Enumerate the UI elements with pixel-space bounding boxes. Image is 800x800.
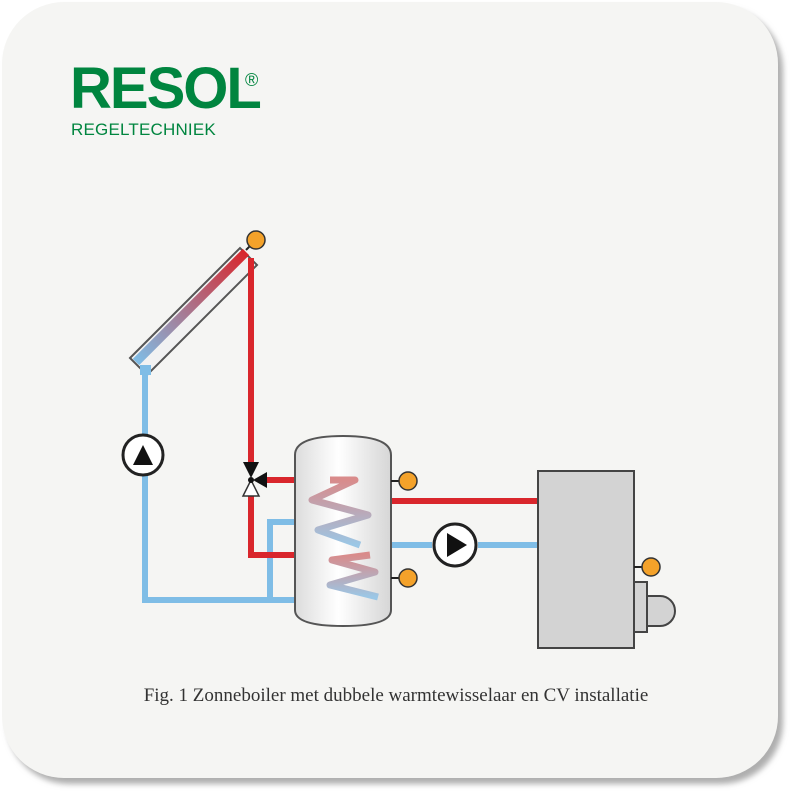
- lower-heat-exchanger-coil: [326, 551, 379, 601]
- registered-mark: ®: [245, 70, 259, 90]
- logo-subtitle: REGELTECHNIEK: [71, 120, 216, 139]
- heating-pump: [432, 522, 478, 568]
- boiler-sensor: [634, 557, 661, 577]
- figure-caption: Fig. 1 Zonneboiler met dubbele warmtewis…: [143, 685, 649, 706]
- solar-pump: [121, 433, 165, 477]
- cv-boiler: [537, 470, 676, 649]
- tank-top-sensor: [391, 471, 418, 491]
- resol-logo: RESOL: [70, 56, 262, 121]
- tank-bottom-sensor: [391, 568, 418, 588]
- storage-tank: [294, 434, 392, 628]
- three-way-valve: [241, 462, 267, 497]
- collector-sensor: [245, 230, 266, 251]
- solar-collector: [128, 246, 259, 377]
- upper-heat-exchanger-coil: [308, 476, 372, 549]
